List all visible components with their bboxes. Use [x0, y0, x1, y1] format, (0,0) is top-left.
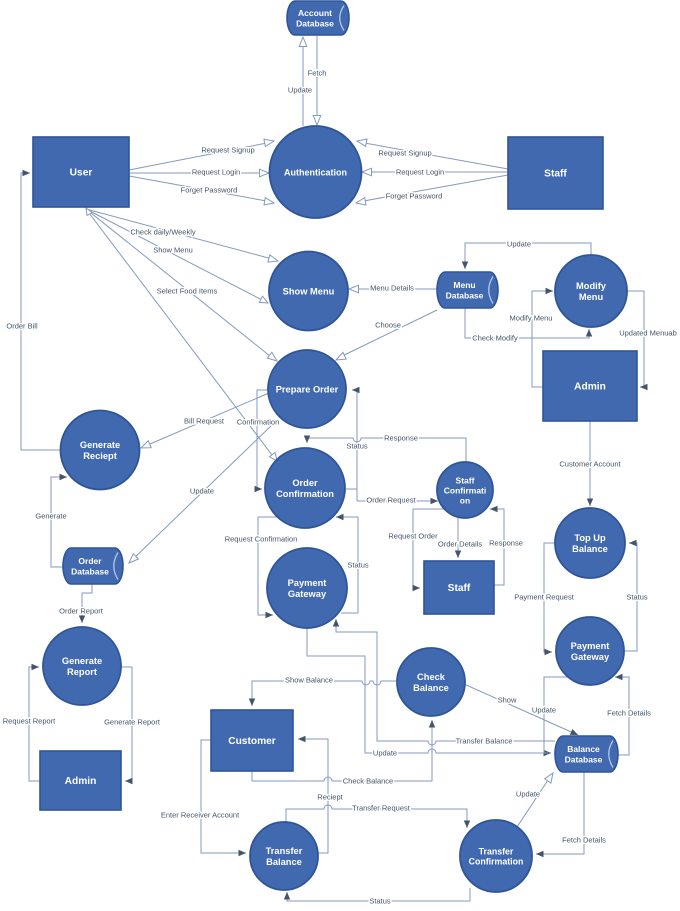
svg-text:Report: Report [67, 667, 97, 677]
svg-text:Account: Account [298, 8, 332, 18]
svg-text:Generate Report: Generate Report [104, 718, 161, 727]
svg-text:Menu: Menu [453, 280, 475, 290]
svg-text:Authentication: Authentication [284, 168, 347, 178]
svg-text:Status: Status [369, 897, 391, 906]
svg-text:Top Up: Top Up [574, 533, 606, 543]
svg-text:Response: Response [489, 539, 523, 548]
svg-text:Customer Account: Customer Account [559, 460, 621, 469]
svg-text:Reciept: Reciept [317, 793, 343, 802]
svg-text:Menu Details: Menu Details [370, 284, 414, 293]
svg-text:Balance: Balance [567, 744, 600, 754]
svg-text:Show Menu: Show Menu [283, 287, 335, 297]
svg-text:Balance: Balance [413, 683, 449, 693]
svg-text:Transfer: Transfer [479, 846, 514, 856]
svg-text:Transfer: Transfer [266, 846, 303, 856]
svg-text:Request Login: Request Login [192, 168, 240, 177]
svg-text:Choose: Choose [375, 321, 401, 330]
svg-text:Database: Database [565, 754, 603, 764]
svg-text:Gateway: Gateway [571, 652, 610, 662]
svg-text:Response: Response [384, 434, 418, 443]
svg-text:Order: Order [78, 556, 102, 566]
svg-text:Request Signup: Request Signup [378, 149, 431, 158]
svg-text:Transfer Request: Transfer Request [352, 804, 411, 813]
svg-text:Confirmati: Confirmati [444, 486, 487, 496]
svg-text:Reciept: Reciept [83, 451, 117, 461]
svg-text:Menu: Menu [579, 292, 604, 302]
svg-text:Gateway: Gateway [288, 589, 327, 599]
svg-text:Forget Password: Forget Password [181, 186, 238, 195]
svg-text:Payment: Payment [288, 578, 327, 588]
svg-text:Request Signup: Request Signup [201, 146, 254, 155]
svg-text:Select Food Items: Select Food Items [157, 287, 218, 296]
svg-text:Admin: Admin [574, 382, 606, 393]
svg-text:Check Balance: Check Balance [343, 777, 393, 786]
svg-text:Bill Request: Bill Request [184, 417, 225, 426]
svg-text:Confirmation: Confirmation [469, 857, 524, 867]
svg-text:Database: Database [71, 566, 109, 576]
svg-text:Request Confirmation: Request Confirmation [225, 535, 298, 544]
svg-text:Confirmation: Confirmation [276, 489, 334, 499]
svg-text:Check Modify: Check Modify [472, 334, 518, 343]
svg-text:Balance: Balance [266, 857, 302, 867]
svg-text:Status: Status [626, 593, 648, 602]
svg-text:Update: Update [532, 706, 556, 715]
svg-text:Forget Password: Forget Password [386, 192, 443, 201]
svg-text:Fetch Details: Fetch Details [562, 836, 606, 845]
svg-text:Request Order: Request Order [388, 532, 438, 541]
svg-text:Enter Receiver Account: Enter Receiver Account [161, 811, 240, 820]
svg-text:Update: Update [373, 749, 397, 758]
svg-text:Status: Status [346, 442, 368, 451]
svg-text:Generate: Generate [35, 512, 66, 521]
svg-text:Show Balance: Show Balance [285, 676, 333, 685]
svg-text:Check daily/Weekly: Check daily/Weekly [130, 228, 196, 237]
svg-text:Update: Update [516, 790, 540, 799]
svg-text:Payment Request: Payment Request [514, 593, 575, 602]
svg-text:Status: Status [347, 561, 369, 570]
svg-text:Admin: Admin [65, 776, 97, 787]
svg-text:Staff: Staff [448, 583, 471, 594]
svg-text:Payment: Payment [571, 641, 610, 651]
svg-text:Balance: Balance [572, 544, 608, 554]
svg-text:Order Bill: Order Bill [6, 322, 38, 331]
svg-text:Show: Show [498, 696, 517, 705]
svg-text:Customer: Customer [228, 736, 276, 747]
svg-text:Database: Database [446, 290, 484, 300]
svg-text:Staff: Staff [544, 169, 567, 180]
svg-text:Order: Order [292, 478, 318, 488]
svg-text:Modify: Modify [576, 281, 607, 291]
svg-text:Update: Update [507, 240, 531, 249]
svg-text:Order Request: Order Request [366, 496, 416, 505]
svg-text:Updated Menuab: Updated Menuab [619, 329, 677, 338]
svg-text:Generate: Generate [80, 440, 120, 450]
svg-text:Request Report: Request Report [3, 717, 56, 726]
svg-text:Update: Update [288, 86, 312, 95]
svg-text:Transfer Balance: Transfer Balance [456, 737, 513, 746]
svg-text:Modify Menu: Modify Menu [510, 314, 553, 323]
svg-text:Order Details: Order Details [438, 540, 482, 549]
svg-text:Order Report: Order Report [59, 607, 104, 616]
svg-text:Confirmation: Confirmation [237, 418, 280, 427]
svg-text:Request Login: Request Login [396, 168, 444, 177]
svg-text:User: User [70, 168, 93, 179]
svg-text:Update: Update [190, 487, 214, 496]
svg-text:Check: Check [417, 672, 446, 682]
svg-text:Fetch Details: Fetch Details [607, 709, 651, 718]
svg-text:Prepare Order: Prepare Order [276, 385, 339, 395]
svg-text:Fetch: Fetch [308, 69, 327, 78]
svg-text:Show Menu: Show Menu [153, 246, 193, 255]
svg-text:Staff: Staff [456, 475, 475, 485]
svg-text:Generate: Generate [62, 656, 102, 666]
svg-text:Database: Database [296, 18, 334, 28]
svg-text:on: on [460, 496, 470, 506]
